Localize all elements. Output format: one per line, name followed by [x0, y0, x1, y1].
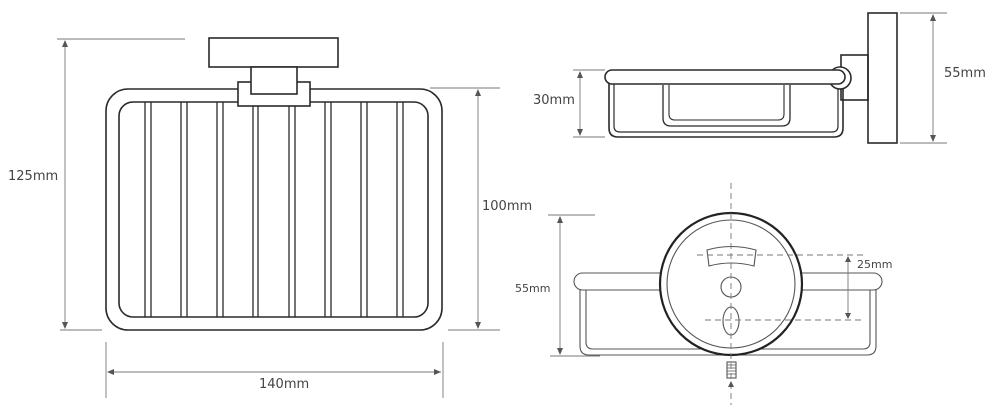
dim-width: 140mm — [259, 377, 310, 392]
back-view — [573, 211, 883, 379]
side-basket — [608, 84, 844, 138]
front-dimensions — [57, 38, 500, 398]
outer-frame — [105, 88, 443, 331]
side-view — [604, 12, 898, 144]
back-dimensions — [548, 183, 865, 405]
side-dimensions — [573, 12, 947, 144]
stem — [250, 66, 298, 95]
dim-basket-depth: 30mm — [533, 93, 575, 108]
wire-bars — [144, 102, 404, 317]
front-view — [105, 37, 443, 331]
dim-mount-height: 55mm — [515, 282, 551, 295]
side-wall-plate — [867, 12, 898, 144]
slot — [706, 245, 757, 267]
dim-plate-height: 55mm — [944, 66, 986, 81]
top-rail — [604, 69, 846, 85]
dim-total-height: 125mm — [8, 169, 59, 184]
inner-frame — [118, 101, 429, 318]
dim-hole-spacing: 25mm — [857, 258, 893, 271]
screw — [726, 361, 737, 379]
wall-plate — [208, 37, 339, 68]
dim-basket-height: 100mm — [482, 199, 533, 214]
